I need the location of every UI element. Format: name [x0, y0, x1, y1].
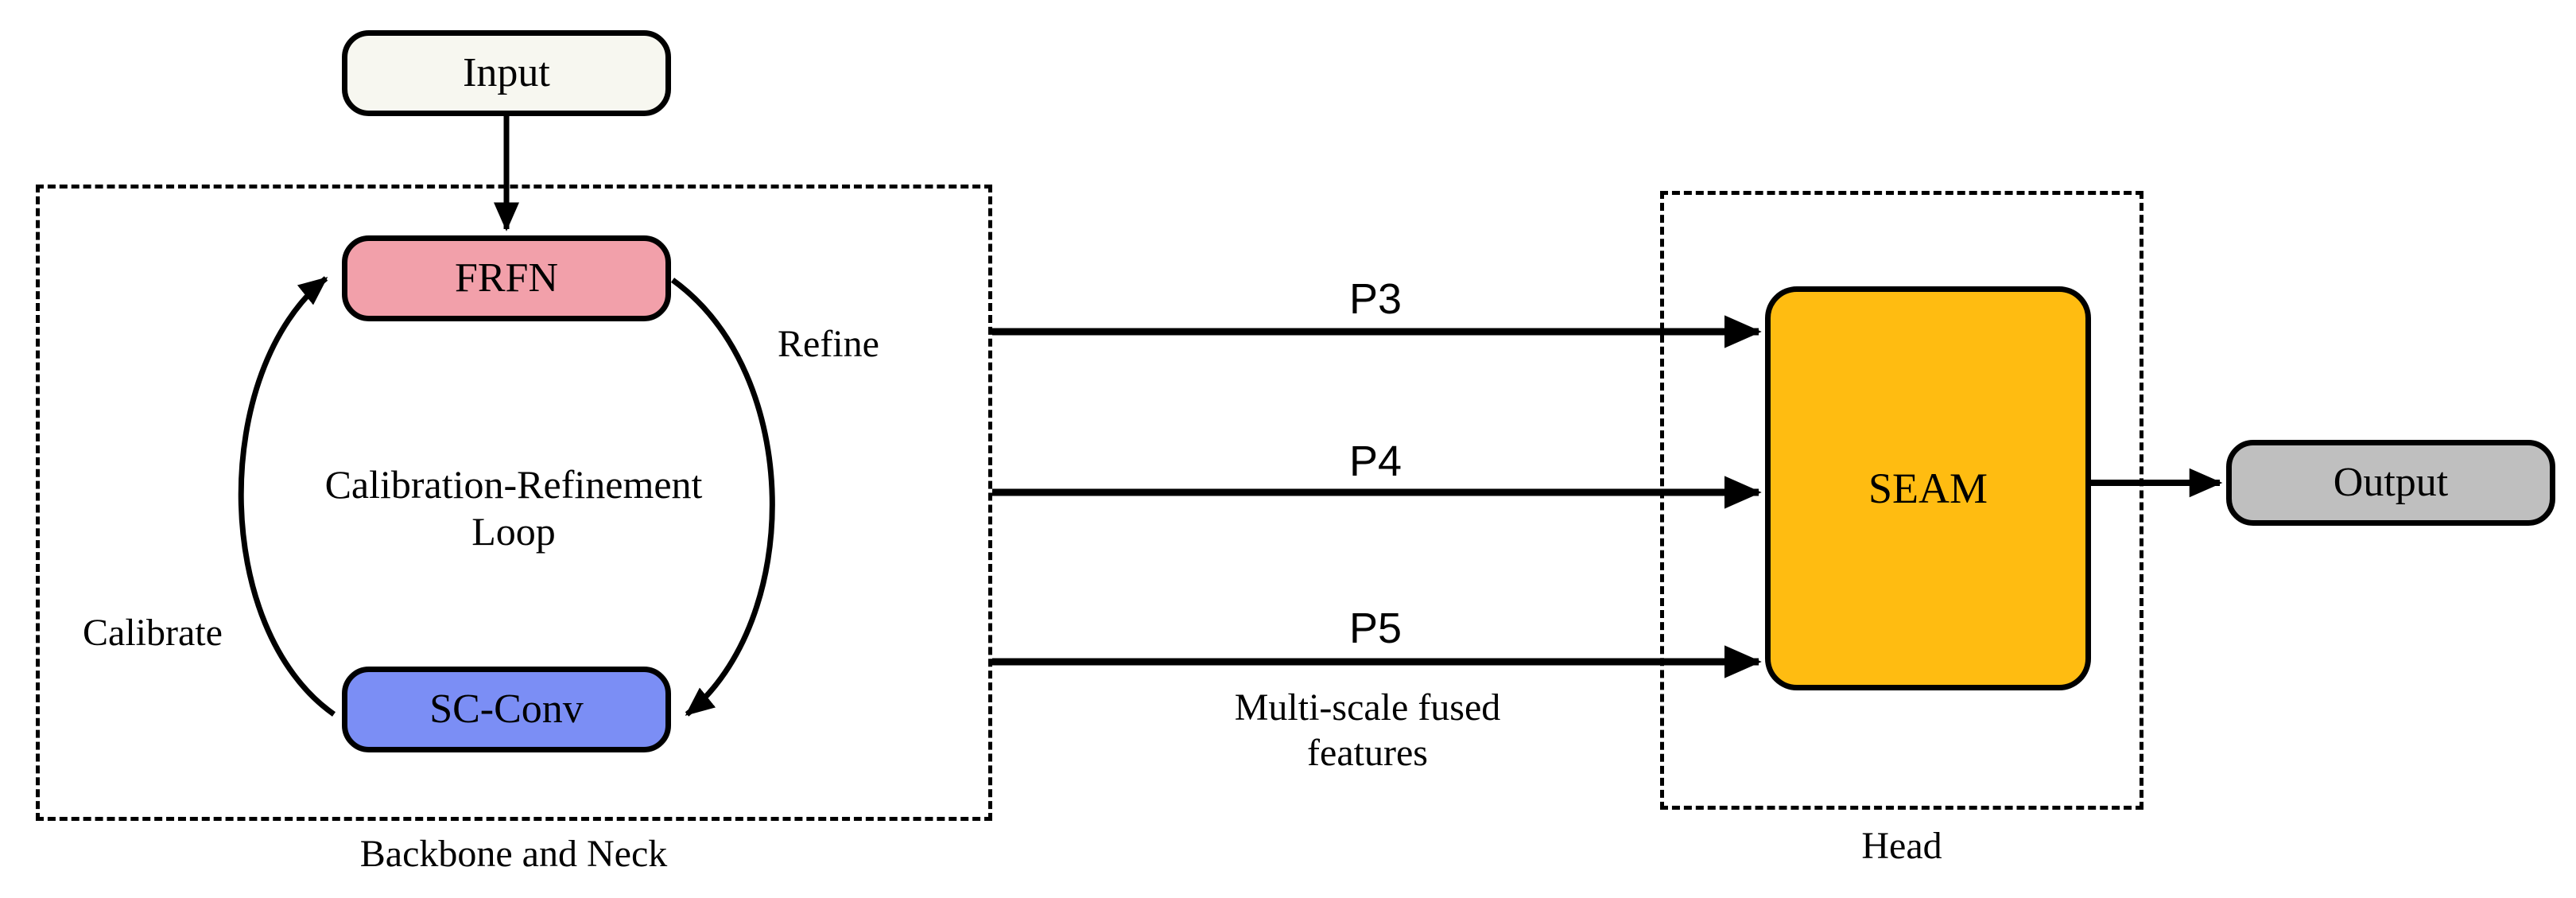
node-seam[interactable]: SEAM [1765, 286, 2091, 690]
fused-label-line-1: Multi-scale fused [1234, 686, 1501, 729]
edge-label-p5: P5 [1348, 604, 1402, 652]
edge-label-calibrate: Calibrate [83, 612, 223, 654]
node-input-label: Input [463, 50, 550, 95]
edge-label-p4: P4 [1348, 437, 1402, 485]
group-label-backbone-and-neck: Backbone and Neck [359, 833, 668, 875]
group-label-head: Head [1861, 825, 1942, 867]
loop-title-line-2: Loop [471, 509, 556, 554]
group-backbone-and-neck [36, 185, 992, 821]
node-frfn[interactable]: FRFN [342, 235, 671, 321]
edge-label-p3: P3 [1348, 275, 1402, 323]
fused-label-line-2: features [1307, 731, 1428, 774]
node-frfn-label: FRFN [454, 255, 559, 301]
arrow-calibrate-scconv-to-frfn [238, 276, 336, 717]
node-seam-label: SEAM [1868, 465, 1988, 512]
group-head [1660, 191, 2143, 810]
edge-label-refine: Refine [778, 323, 879, 365]
node-output[interactable]: Output [2226, 440, 2555, 526]
node-sc-conv[interactable]: SC-Conv [342, 667, 671, 752]
multi-scale-fused-features-label: Multi-scale fused features [1235, 686, 1501, 776]
loop-title-line-1: Calibration-Refinement [324, 462, 703, 507]
node-sc-conv-label: SC-Conv [429, 686, 584, 732]
node-input[interactable]: Input [342, 30, 671, 116]
arrow-refine-frfn-to-scconv [670, 278, 775, 717]
loop-title: Calibration-Refinement Loop [325, 461, 703, 555]
node-output-label: Output [2333, 460, 2449, 505]
